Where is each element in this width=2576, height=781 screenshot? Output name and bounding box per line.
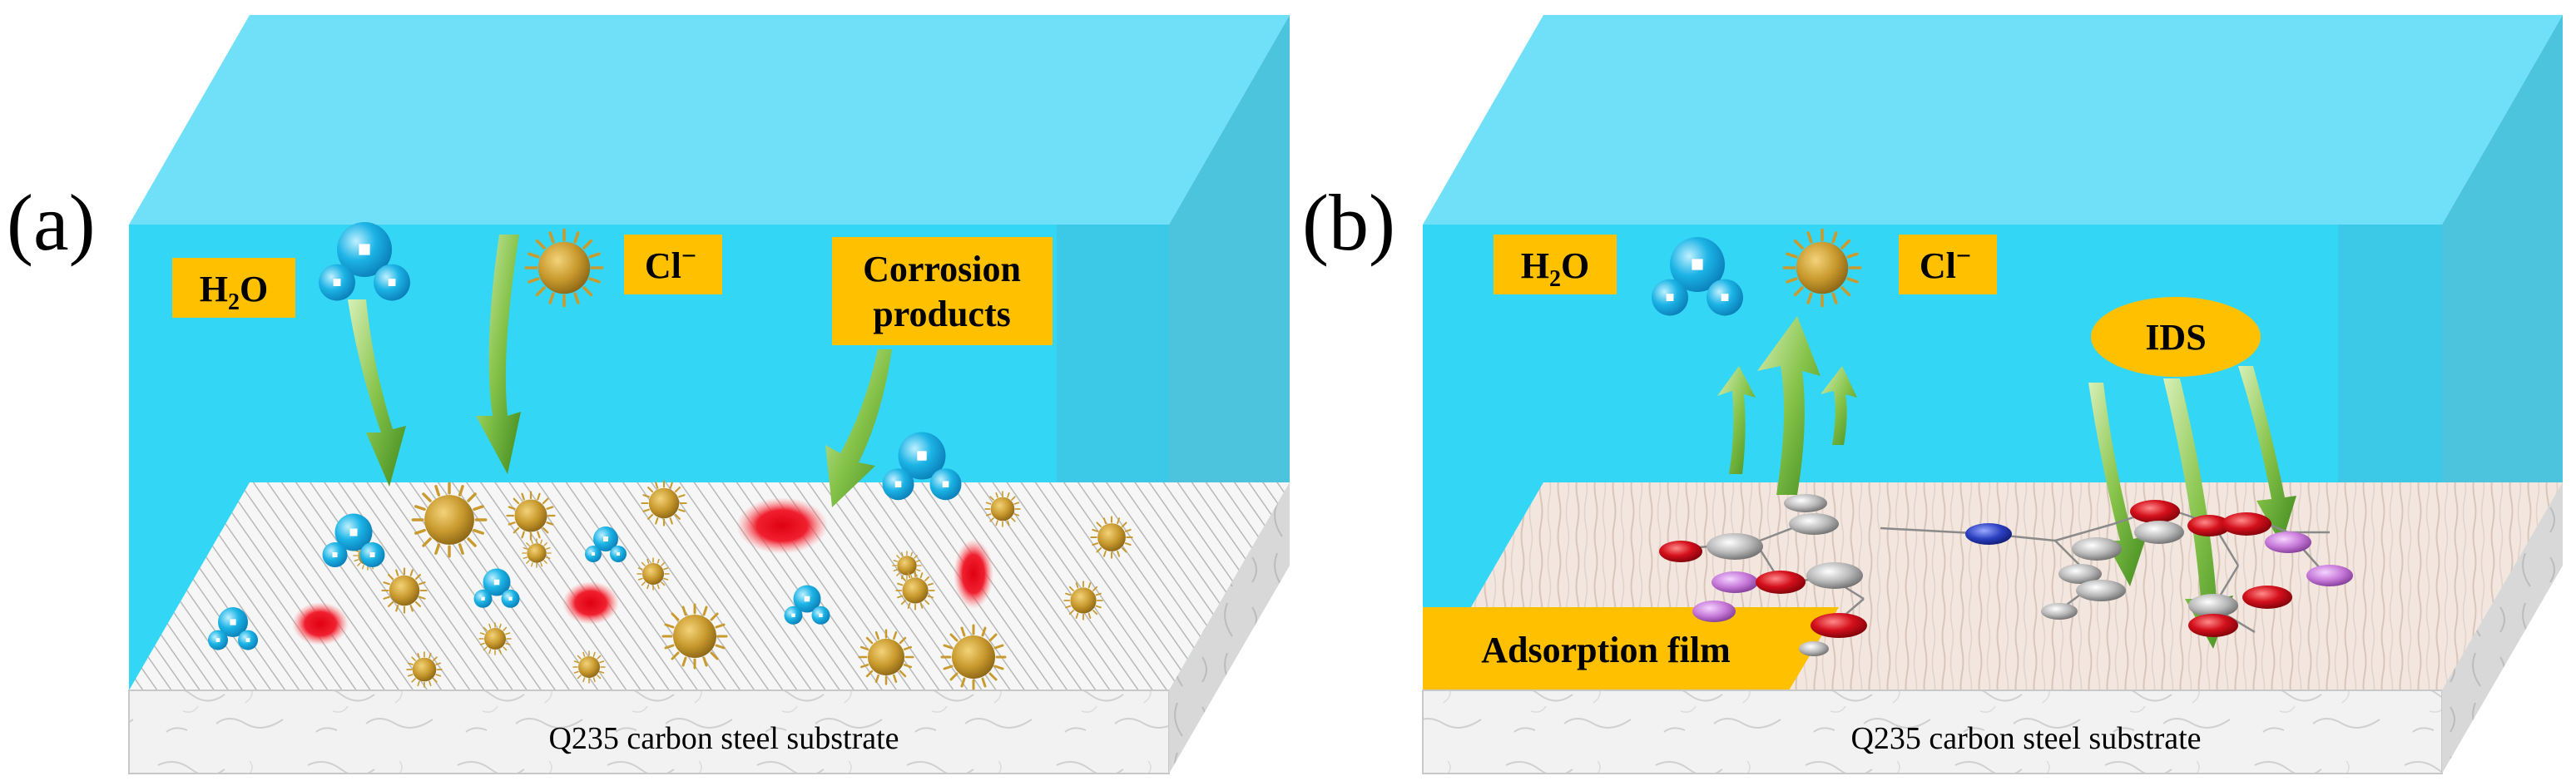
arrow-icon xyxy=(2088,383,2147,586)
arrow-icon xyxy=(1717,366,1756,474)
panel-letter-a: (a) xyxy=(7,178,96,267)
panel-a: Q235 carbon steel substrate (a) H2O Cl− … xyxy=(7,15,1290,774)
corrosion-label-line1-a: Corrosion xyxy=(863,249,1021,289)
corrosion-label-box-a xyxy=(832,237,1053,345)
h2o-label-box-a xyxy=(172,258,295,318)
adsorption-film-label: Adsorption film xyxy=(1481,630,1730,670)
chloride-ion-icon xyxy=(895,571,935,610)
solution-front-right-shade xyxy=(1057,225,1169,482)
cl-label-b: Cl− xyxy=(1920,240,1971,286)
arrow-icon xyxy=(348,299,406,487)
steel-surface xyxy=(129,482,1290,690)
solution-top-face xyxy=(129,15,1290,225)
steel-substrate-front xyxy=(1422,690,2443,774)
chloride-ion-icon xyxy=(1782,228,1862,308)
chloride-ion-icon xyxy=(984,491,1021,527)
chloride-ion-icon xyxy=(572,650,606,684)
chloride-ion-icon xyxy=(506,491,556,541)
chloride-ion-icon xyxy=(641,480,687,526)
chloride-ion-icon xyxy=(411,482,488,558)
arrow-icon xyxy=(825,349,892,507)
chloride-ion-icon xyxy=(1063,581,1103,620)
corrosion-spot-icon xyxy=(292,602,349,645)
cl-label-box-a xyxy=(624,235,722,294)
arrow-icon xyxy=(1757,316,1821,495)
chloride-ion-icon xyxy=(637,557,670,591)
arrow-icon xyxy=(1821,366,1857,445)
chloride-ion-icon xyxy=(381,567,428,614)
arrow-icon xyxy=(2238,366,2296,545)
corrosion-spot-icon xyxy=(954,539,993,609)
ids-label-box xyxy=(2091,297,2261,377)
corrosion-spot-icon xyxy=(736,497,828,554)
panel-b: Adsorption film Q235 carbon steel substr… xyxy=(1302,15,2563,774)
chloride-ion-icon xyxy=(406,651,443,688)
corrosion-spot-icon xyxy=(562,581,619,625)
arrow-icon xyxy=(2163,378,2233,649)
steel-substrate-side xyxy=(1169,482,1290,774)
substrate-label-b: Q235 carbon steel substrate xyxy=(1850,721,2201,756)
adsorption-film-label-box xyxy=(1423,607,1839,690)
chloride-ion-icon xyxy=(524,228,604,308)
cl-label-a: Cl− xyxy=(645,240,696,286)
chloride-ion-icon xyxy=(661,603,728,670)
corrosion-label-line2-a: products xyxy=(873,294,1010,334)
chloride-ion-icon xyxy=(940,624,1007,690)
solution-front-right-shade xyxy=(2338,225,2442,482)
ids-label: IDS xyxy=(2145,317,2206,358)
inhibitor-molecule-icon xyxy=(1659,494,2353,656)
steel-substrate-side xyxy=(2442,482,2563,774)
chloride-ion-icon xyxy=(522,538,552,568)
substrate-label-a: Q235 carbon steel substrate xyxy=(548,721,899,756)
chloride-ion-icon xyxy=(1090,516,1133,559)
h2o-label-b: H2O xyxy=(1521,245,1589,292)
chloride-ion-icon xyxy=(858,629,914,685)
panel-letter-b: (b) xyxy=(1302,178,1395,267)
h2o-label-a: H2O xyxy=(200,269,268,315)
chloride-ion-icon xyxy=(478,622,512,655)
arrow-icon xyxy=(476,235,521,474)
solution-top-face xyxy=(1423,15,2563,225)
steel-substrate-front xyxy=(128,690,1170,774)
chloride-ion-icon xyxy=(892,551,922,581)
h2o-label-box-b xyxy=(1494,235,1617,294)
cl-label-box-b xyxy=(1899,235,1997,294)
